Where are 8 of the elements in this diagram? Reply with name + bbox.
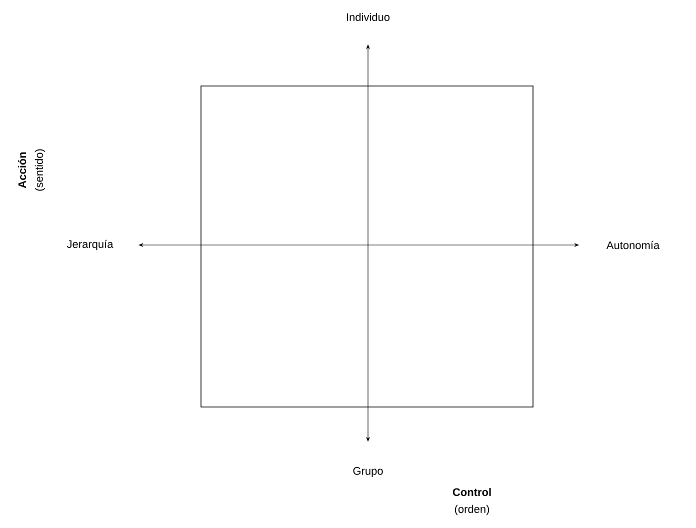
axis-title: (orden) — [454, 504, 490, 516]
axis-label: Individuo — [347, 12, 390, 22]
axis-title: Acción — [18, 152, 26, 188]
axis-label: Grupo — [353, 467, 383, 477]
axis-title: (sentido) — [34, 149, 46, 191]
axis-label: Jerarquía — [66, 240, 114, 250]
axis-title: Control — [452, 488, 491, 496]
axis-label: Autonomía — [606, 240, 660, 250]
